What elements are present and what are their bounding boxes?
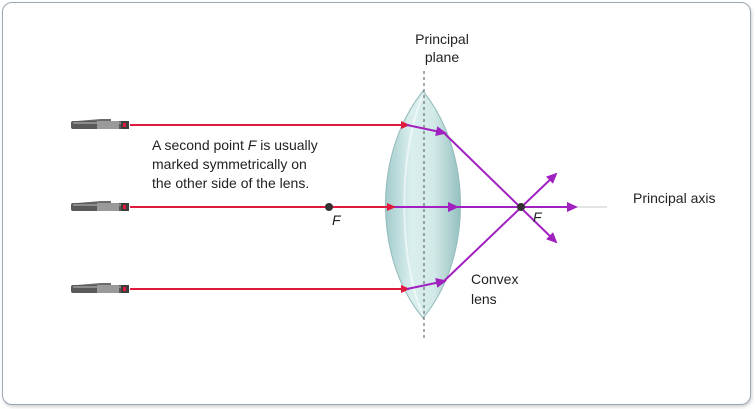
convex-lens [385, 90, 461, 319]
note-text-line2: marked symmetrically on [152, 156, 307, 172]
principal-plane-label-line2: plane [425, 49, 459, 65]
laser-pointer-icon [71, 201, 129, 211]
note-text-line3: the other side of the lens. [152, 175, 309, 191]
lens-diagram: F F Principal plane Principal axis Conve… [71, 31, 715, 338]
focal-point-right [517, 203, 525, 211]
convex-lens-label-line1: Convex [471, 271, 518, 287]
principal-axis-label: Principal axis [633, 190, 715, 206]
principal-plane-label-line1: Principal [415, 31, 469, 47]
laser-pointer-icon [71, 283, 129, 293]
note-text-line1: A second point F is usually [152, 137, 318, 153]
laser-pointer-icon [71, 119, 129, 129]
diagram-frame: F F Principal plane Principal axis Conve… [2, 2, 751, 405]
refracted-ray-top [442, 131, 558, 244]
ray-in-lens-top [406, 124, 447, 137]
convex-lens-label-line2: lens [471, 291, 497, 307]
focal-label-left: F [332, 212, 342, 228]
ray-in-lens-bottom [406, 277, 447, 290]
focal-label-right: F [533, 209, 543, 225]
refracted-ray-bottom [442, 172, 558, 283]
focal-point-left [325, 203, 333, 211]
